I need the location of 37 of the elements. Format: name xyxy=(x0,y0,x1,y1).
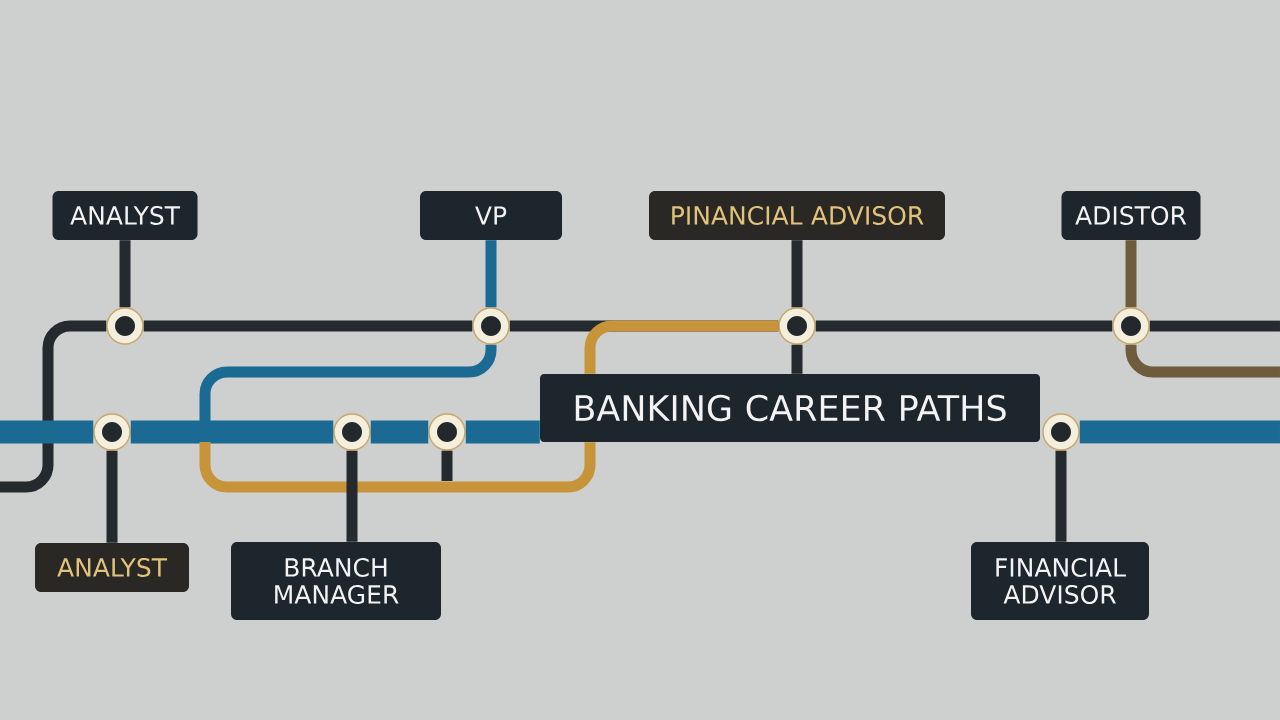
connector-line xyxy=(1125,240,1137,308)
route-line xyxy=(815,320,1113,332)
route-line xyxy=(0,420,94,444)
connector-line xyxy=(441,450,453,481)
connector-line xyxy=(346,450,358,542)
route-line xyxy=(1149,320,1280,332)
route-line xyxy=(143,320,473,332)
connector-line xyxy=(106,450,118,543)
route-line xyxy=(130,420,334,444)
label-box: VP xyxy=(420,191,562,240)
title-box: BANKING CAREER PATHS xyxy=(540,374,1040,442)
station-marker xyxy=(472,307,510,345)
connector-line xyxy=(119,240,131,308)
connector-line xyxy=(485,240,497,308)
station-marker xyxy=(428,413,466,451)
label-box: BRANCH MANAGER xyxy=(231,542,441,620)
route-line xyxy=(584,320,779,374)
route-line xyxy=(465,420,540,444)
route-line xyxy=(1079,420,1280,444)
station-marker xyxy=(333,413,371,451)
route-line xyxy=(370,420,429,444)
station-marker xyxy=(93,413,131,451)
connector-line xyxy=(791,344,803,374)
station-marker xyxy=(778,307,816,345)
label-box: PINANCIAL ADVISOR xyxy=(649,191,945,240)
route-line xyxy=(0,320,107,493)
connector-line xyxy=(791,240,803,308)
label-box: ADISTOR xyxy=(1061,191,1201,240)
label-box: FINANCIAL ADVISOR xyxy=(971,542,1149,620)
station-marker xyxy=(1042,413,1080,451)
station-marker xyxy=(106,307,144,345)
station-marker xyxy=(1112,307,1150,345)
label-box: ANALYST xyxy=(52,191,198,240)
connector-line xyxy=(1055,450,1067,542)
route-line xyxy=(1125,344,1280,378)
label-box: ANALYST xyxy=(35,543,189,592)
route-line xyxy=(199,344,497,422)
